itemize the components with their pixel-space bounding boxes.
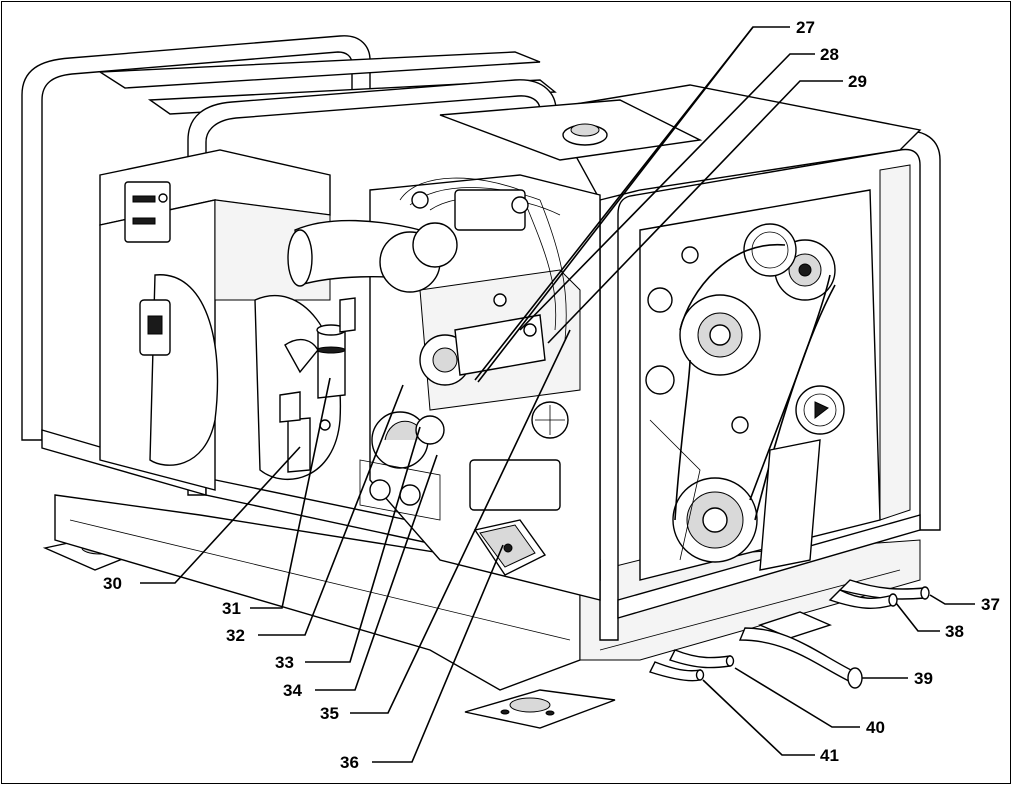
fuel-filter	[279, 297, 356, 473]
callout-31: 31	[222, 599, 241, 618]
callout-37: 37	[981, 595, 1000, 614]
callout-27: 27	[796, 18, 815, 37]
callout-30: 30	[103, 574, 122, 593]
callout-41: 41	[820, 746, 839, 765]
callout-38: 38	[945, 622, 964, 641]
callout-36: 36	[340, 753, 359, 772]
callout-29: 29	[848, 72, 867, 91]
callout-32: 32	[226, 626, 245, 645]
callout-34: 34	[283, 681, 302, 700]
callout-33: 33	[275, 653, 294, 672]
callout-40: 40	[866, 718, 885, 737]
callout-labels: 27 28 29 30 31 32 33 34 35 36 37 38 39 4…	[103, 18, 1000, 772]
callout-35: 35	[320, 704, 339, 723]
callout-28: 28	[820, 45, 839, 64]
callout-39: 39	[914, 669, 933, 688]
leader-lines	[140, 26, 975, 763]
base-frame	[42, 494, 921, 729]
engine-block	[287, 99, 703, 601]
hoses	[649, 579, 930, 689]
engine-front	[639, 189, 881, 581]
